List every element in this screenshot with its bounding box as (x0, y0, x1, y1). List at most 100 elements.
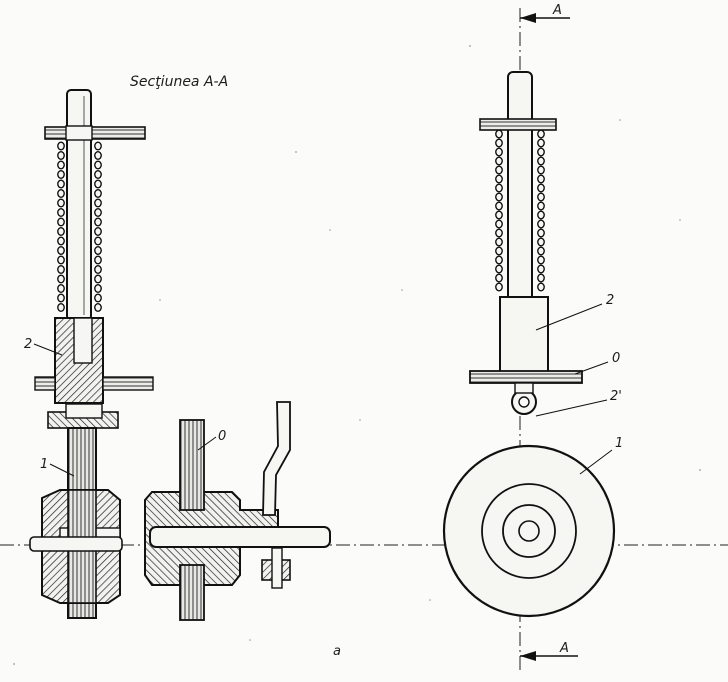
spring-coil (537, 156, 545, 166)
spring-coil (57, 274, 65, 284)
spring-coil (537, 147, 545, 157)
spring-coil (94, 150, 102, 160)
left-top-plate (44, 126, 146, 140)
spring-coil (57, 198, 65, 208)
spring-coil (57, 245, 65, 255)
spring-coil (94, 265, 102, 275)
spring-coil (495, 210, 503, 220)
spring-coil (94, 245, 102, 255)
spring-coil (537, 183, 545, 193)
spring-coil (57, 226, 65, 236)
right-plate-0 (469, 370, 583, 384)
label-right-1: 1 (615, 436, 623, 451)
label-left-2: 2 (24, 337, 32, 352)
spring-coil (537, 255, 545, 265)
spring-coil (495, 129, 503, 139)
spring-coil (495, 192, 503, 202)
spring-coil (495, 228, 503, 238)
spring-coil (537, 237, 545, 247)
section-arrow-bottom (520, 651, 536, 661)
spring-coil (57, 236, 65, 246)
spring-coil (94, 179, 102, 189)
spring-coil (94, 293, 102, 303)
spring-coil (94, 198, 102, 208)
section-mark-top: A (552, 3, 562, 18)
spring-coil (94, 217, 102, 227)
spring-coil (537, 138, 545, 148)
spring-coil (495, 273, 503, 283)
spring-coil (537, 282, 545, 292)
spring-coil (537, 210, 545, 220)
figure-letter: a (333, 644, 341, 659)
section-mark-bottom: A (559, 641, 569, 656)
spring-coil (495, 174, 503, 184)
right-block-2 (499, 296, 549, 373)
spring-coil (57, 188, 65, 198)
spring-coil (495, 237, 503, 247)
spring-coil (57, 265, 65, 275)
spring-coil (57, 255, 65, 265)
spring-coil (537, 192, 545, 202)
spring-coil (57, 179, 65, 189)
label-right-2: 2 (606, 293, 614, 308)
spring-coil (495, 165, 503, 175)
spring-coil (495, 264, 503, 274)
labels: Secţiunea A-A a A A 2 1 0 2 0 2' 1 (24, 3, 623, 659)
right-wheel-1 (442, 444, 616, 618)
spring-coil (537, 228, 545, 238)
spring-coil (495, 246, 503, 256)
spring-coil (537, 273, 545, 283)
label-left-0: 0 (218, 429, 226, 444)
spring-coil (57, 150, 65, 160)
spring-coil (94, 284, 102, 294)
spring-coil (94, 188, 102, 198)
spring-coil (57, 141, 65, 151)
spring-coil (537, 219, 545, 229)
left-spring (57, 141, 102, 313)
spring-coil (57, 207, 65, 217)
right-rod-top (507, 71, 533, 308)
spring-coil (57, 169, 65, 179)
left-plate-0 (34, 376, 56, 391)
spring-coil (94, 274, 102, 284)
spring-coil (495, 183, 503, 193)
label-left-1: 1 (40, 457, 48, 472)
spring-coil (57, 303, 65, 313)
spring-coil (495, 219, 503, 229)
spring-coil (495, 138, 503, 148)
spring-coil (495, 255, 503, 265)
spring-coil (495, 156, 503, 166)
spring-coil (57, 284, 65, 294)
spring-coil (94, 160, 102, 170)
spring-coil (57, 293, 65, 303)
spring-coil (94, 255, 102, 265)
spring-coil (94, 303, 102, 313)
front-view-right (442, 8, 616, 672)
spring-coil (537, 165, 545, 175)
spring-coil (537, 174, 545, 184)
spring-coil (94, 141, 102, 151)
spring-coil (495, 147, 503, 157)
spring-coil (57, 160, 65, 170)
right-top-plate (479, 118, 557, 131)
spring-coil (495, 282, 503, 292)
label-right-2prime: 2' (610, 389, 622, 404)
section-view-left (0, 89, 728, 621)
spring-coil (537, 246, 545, 256)
right-spring (495, 129, 545, 292)
spring-coil (537, 264, 545, 274)
spring-coil (495, 201, 503, 211)
label-right-0: 0 (612, 351, 620, 366)
left-axle (149, 526, 331, 548)
left-post-0 (179, 419, 205, 511)
spring-coil (94, 236, 102, 246)
spring-coil (94, 226, 102, 236)
spring-coil (537, 129, 545, 139)
left-lever (262, 401, 291, 516)
spring-coil (94, 207, 102, 217)
scan-specks (13, 45, 701, 665)
section-title: Secţiunea A-A (130, 74, 228, 90)
spring-coil (537, 201, 545, 211)
spring-coil (57, 217, 65, 227)
